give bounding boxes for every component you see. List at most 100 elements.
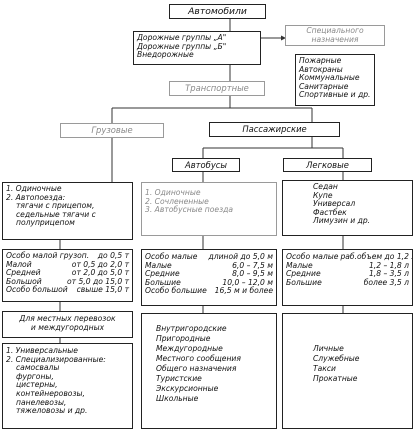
capacity-class: Средней bbox=[6, 268, 41, 278]
cars-title: Легковые bbox=[306, 160, 349, 170]
capacity-class: Малой bbox=[6, 259, 32, 269]
engine-range: 1,2 – 1,8 л bbox=[368, 260, 409, 270]
cargo-purpose: контейнеровозы, bbox=[16, 388, 85, 398]
length-range: длиной до 5,0 м bbox=[208, 252, 273, 261]
passenger-box: Пассажирские bbox=[209, 122, 340, 137]
bus-purpose: Междугородные bbox=[156, 344, 223, 353]
cars-box: Легковые bbox=[283, 158, 372, 172]
special-title-line-1: Специального bbox=[306, 26, 364, 35]
bus-purpose: Пригородные bbox=[156, 334, 211, 343]
car-body-type: Купе bbox=[313, 190, 333, 200]
length-range: 16,5 м и более bbox=[214, 286, 273, 296]
cargo-transport-line: и междугородных bbox=[30, 322, 105, 332]
buses-title: Автобусы bbox=[184, 160, 227, 170]
car-purpose-box: Личные Служебные Такси Прокатные bbox=[282, 313, 413, 429]
special-type: Пожарные bbox=[299, 56, 342, 65]
bus-purpose-box: Внутригородские Пригородные Междугородны… bbox=[141, 313, 277, 429]
special-type: Автокраны bbox=[299, 64, 343, 74]
car-purpose: Личные bbox=[313, 344, 344, 353]
bus-type: 1. Одиночные bbox=[145, 188, 201, 197]
cargo-type: седельные тягачи с bbox=[16, 209, 96, 219]
bus-type: 3. Автобусные поезда bbox=[145, 205, 234, 215]
cargo-purpose: панелевозы, bbox=[16, 397, 67, 407]
engine-row: Средние 1,8 – 3,5 л bbox=[286, 270, 409, 279]
car-body-type: Седан bbox=[313, 182, 338, 191]
car-purpose: Служебные bbox=[313, 354, 360, 363]
buses-box: Автобусы bbox=[172, 158, 240, 172]
cargo-purpose: 2. Специализированные: bbox=[6, 354, 106, 364]
special-type: Спортивные и др. bbox=[299, 90, 371, 100]
capacity-row: Особо большой свыше 15,0 т bbox=[6, 286, 129, 295]
length-row: Особо большие 16,5 м и более bbox=[145, 287, 273, 296]
engine-class: Малые bbox=[286, 260, 313, 270]
cargo-transport-box: Для местных перевозок и междугородных bbox=[2, 311, 133, 338]
bus-purpose: Общего назначения bbox=[156, 364, 237, 373]
cargo-title: Грузовые bbox=[91, 125, 133, 135]
length-class: Особо большие bbox=[145, 286, 207, 296]
engine-row: Большие более 3,5 л bbox=[286, 277, 409, 288]
capacity-class: Особо малой грузоп. bbox=[6, 251, 90, 260]
capacity-range: до 0,5 т bbox=[97, 251, 129, 260]
bus-purpose: Местного сообщения bbox=[156, 354, 241, 363]
length-row: Особо малые длиной до 5,0 м bbox=[145, 252, 273, 262]
car-body-type: Лимузин и др. bbox=[313, 216, 371, 226]
cargo-capacity-box: Особо малой грузоп. до 0,5 т Малой от 0,5 … bbox=[2, 249, 133, 302]
bus-type: 2. Сочлененные bbox=[145, 196, 209, 206]
bus-purpose: Школьные bbox=[156, 394, 199, 403]
special-type: Коммунальные bbox=[299, 73, 360, 83]
car-body-type: Универсал bbox=[313, 199, 356, 209]
cargo-purpose: самосвалы bbox=[16, 363, 60, 373]
length-range: 8,0 – 9,5 м bbox=[232, 269, 273, 279]
road-groups-box: Дорожные группы „А" Дорожные группы „Б" … bbox=[133, 31, 261, 65]
length-class: Малые bbox=[145, 260, 172, 270]
special-purpose-box: Специального назначения bbox=[285, 25, 385, 46]
transport-title: Транспортные bbox=[185, 83, 249, 93]
engine-row: Малые 1,2 – 1,8 л bbox=[286, 260, 409, 271]
bus-purpose: Экскурсионные bbox=[156, 384, 219, 393]
car-body-types-box: Седан Купе Универсал Фастбек Лимузин и д… bbox=[282, 180, 413, 236]
length-range: 10,0 – 12,0 м bbox=[222, 277, 273, 287]
road-group-b: Дорожные группы „Б" bbox=[137, 41, 227, 51]
bus-types-box: 1. Одиночные 2. Сочлененные 3. Автобусны… bbox=[141, 182, 277, 236]
off-road: Внедорожные bbox=[137, 50, 194, 60]
engine-class: Большие bbox=[286, 277, 322, 287]
length-range: 6,0 – 7,5 м bbox=[232, 260, 273, 270]
engine-range: 1,8 – 3,5 л bbox=[368, 269, 409, 279]
capacity-range: свыше 15,0 т bbox=[76, 285, 129, 295]
bus-purpose: Туристские bbox=[156, 374, 202, 383]
capacity-class: Особо большой bbox=[6, 285, 68, 295]
length-row: Малые 6,0 – 7,5 м bbox=[145, 260, 273, 271]
engine-class: Особо малые bbox=[286, 252, 339, 261]
passenger-title: Пассажирские bbox=[242, 124, 307, 134]
root-title: Автомобили bbox=[188, 6, 247, 17]
special-types-box: Пожарные Автокраны Коммунальные Санитарн… bbox=[295, 54, 375, 106]
cargo-type: 1. Одиночные bbox=[6, 184, 62, 193]
cargo-purpose: тяжеловозы и др. bbox=[16, 406, 88, 416]
cargo-type: 2. Автопоезда: bbox=[6, 192, 66, 202]
engine-range: раб.объем до 1,2 л bbox=[340, 252, 413, 261]
cargo-transport-line: Для местных перевозок bbox=[19, 314, 116, 323]
capacity-class: Большой bbox=[6, 276, 42, 286]
length-class: Средние bbox=[145, 269, 180, 279]
capacity-row: Малой от 0,5 до 2,0 т bbox=[6, 259, 129, 270]
bus-length-box: Особо малые длиной до 5,0 м Малые 6,0 – 7,… bbox=[141, 249, 277, 306]
special-title-line-2: назначения bbox=[311, 34, 359, 44]
root-box: Автомобили bbox=[169, 4, 266, 19]
capacity-range: от 0,5 до 2,0 т bbox=[71, 259, 129, 269]
cargo-box: Грузовые bbox=[60, 123, 164, 138]
length-class: Особо малые bbox=[145, 252, 198, 261]
road-group-a: Дорожные группы „А" bbox=[137, 33, 227, 42]
car-purpose: Прокатные bbox=[313, 374, 358, 383]
engine-range: более 3,5 л bbox=[363, 277, 409, 287]
car-body-type: Фастбек bbox=[313, 207, 347, 217]
transport-box: Транспортные bbox=[169, 81, 265, 96]
cargo-purpose: фургоны, bbox=[16, 371, 54, 381]
arrow-head bbox=[281, 35, 286, 41]
cargo-type: тягачи с прицепом, bbox=[16, 201, 95, 211]
engine-class: Средние bbox=[286, 269, 321, 279]
